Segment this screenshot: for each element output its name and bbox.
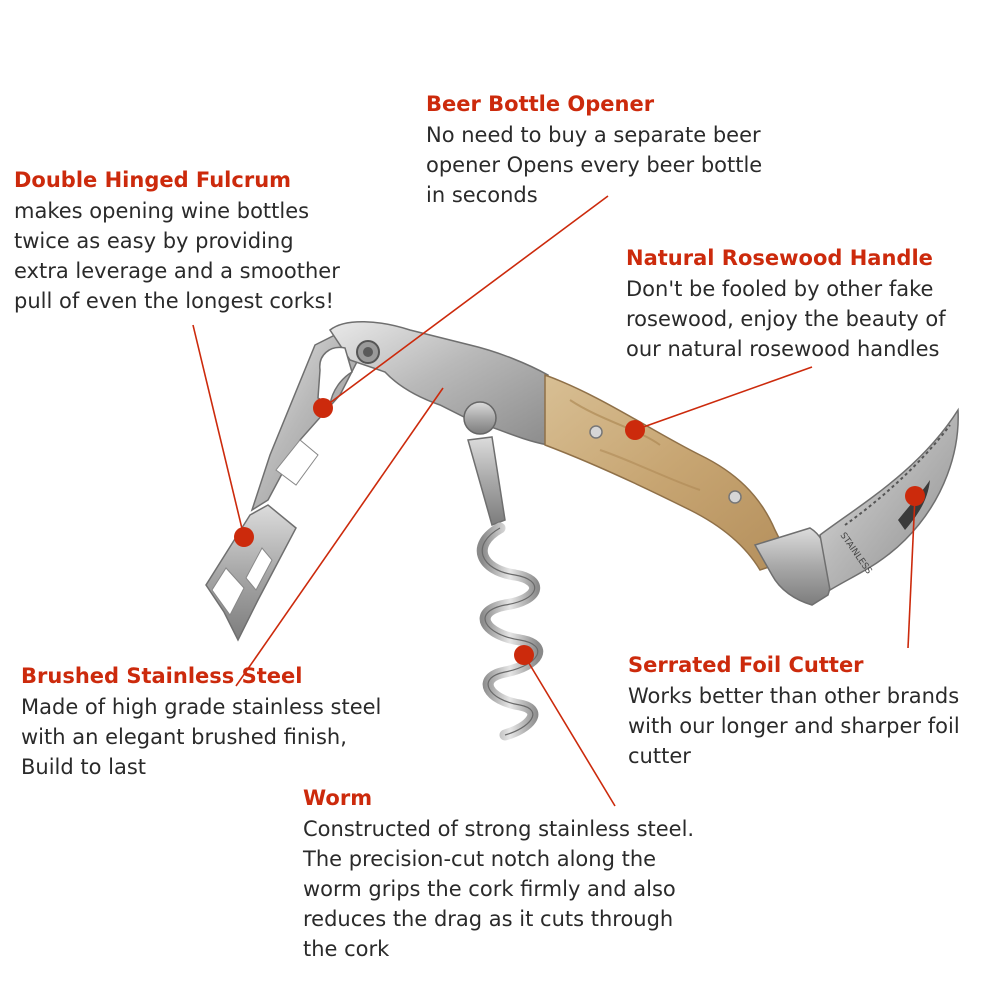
callout-line: the cork: [303, 937, 390, 961]
callout-line: extra leverage and a smoother: [14, 259, 340, 283]
callout-line: cutter: [628, 744, 691, 768]
callout-beer-bottle-opener: Beer Bottle Opener No need to buy a sepa…: [426, 90, 856, 210]
callout-line: opener Opens every beer bottle: [426, 153, 763, 177]
leader-fulcrum: [192, 324, 245, 538]
steel-body: [317, 321, 549, 446]
marker-dots: [234, 398, 925, 665]
callout-body: Made of high grade stainless steel with …: [21, 692, 461, 782]
callout-title: Beer Bottle Opener: [426, 92, 655, 116]
callout-line: with an elegant brushed finish,: [21, 725, 347, 749]
callout-line: twice as easy by providing: [14, 229, 294, 253]
marker-beer-opener: [313, 398, 333, 418]
leader-cutter: [907, 495, 916, 649]
rosewood-handle: [544, 373, 792, 571]
callout-title: Worm: [303, 786, 373, 810]
callout-title: Brushed Stainless Steel: [21, 664, 303, 688]
callout-title: Serrated Foil Cutter: [628, 653, 864, 677]
leader-lines: [192, 195, 916, 807]
callout-serrated-foil-cutter: Serrated Foil Cutter Works better than o…: [628, 651, 1008, 771]
callout-line: The precision-cut notch along the: [303, 847, 657, 871]
callout-line: Made of high grade stainless steel: [21, 695, 382, 719]
callout-body: makes opening wine bottles twice as easy…: [14, 196, 414, 316]
callout-title: Natural Rosewood Handle: [626, 246, 933, 270]
worm-spiral: [467, 436, 544, 741]
marker-worm: [514, 645, 534, 665]
marker-rosewood: [625, 420, 645, 440]
callout-line: worm grips the cork firmly and also: [303, 877, 676, 901]
marker-fulcrum: [234, 527, 254, 547]
callout-line: Constructed of strong stainless steel.: [303, 817, 695, 841]
callout-body: Don't be fooled by other fake rosewood, …: [626, 274, 1008, 364]
callout-line: in seconds: [426, 183, 538, 207]
callout-line: makes opening wine bottles: [14, 199, 310, 223]
leader-worm: [523, 654, 616, 807]
callout-line: Works better than other brands: [628, 684, 960, 708]
callout-line: rosewood, enjoy the beauty of: [626, 307, 946, 331]
foil-cutter-blade: STAINLESS: [819, 407, 959, 592]
leader-beer-opener: [322, 195, 609, 409]
marker-cutter: [905, 486, 925, 506]
callout-line: with our longer and sharper foil: [628, 714, 960, 738]
callout-line: our natural rosewood handles: [626, 337, 940, 361]
callout-double-hinged-fulcrum: Double Hinged Fulcrum makes opening wine…: [14, 166, 414, 316]
callout-line: Build to last: [21, 755, 147, 779]
callout-brushed-stainless-steel: Brushed Stainless Steel Made of high gra…: [21, 662, 461, 782]
callout-worm: Worm Constructed of strong stainless ste…: [303, 784, 763, 964]
callout-body: Constructed of strong stainless steel. T…: [303, 814, 763, 964]
leader-rosewood: [634, 366, 813, 431]
callout-line: Don't be fooled by other fake: [626, 277, 934, 301]
callout-line: reduces the drag as it cuts through: [303, 907, 674, 931]
callout-title: Double Hinged Fulcrum: [14, 168, 292, 192]
callout-body: No need to buy a separate beer opener Op…: [426, 120, 856, 210]
callout-natural-rosewood-handle: Natural Rosewood Handle Don't be fooled …: [626, 244, 1008, 364]
leader-steel: [235, 387, 444, 687]
callout-body: Works better than other brands with our …: [628, 681, 1008, 771]
callout-line: No need to buy a separate beer: [426, 123, 761, 147]
callout-line: pull of even the longest corks!: [14, 289, 334, 313]
